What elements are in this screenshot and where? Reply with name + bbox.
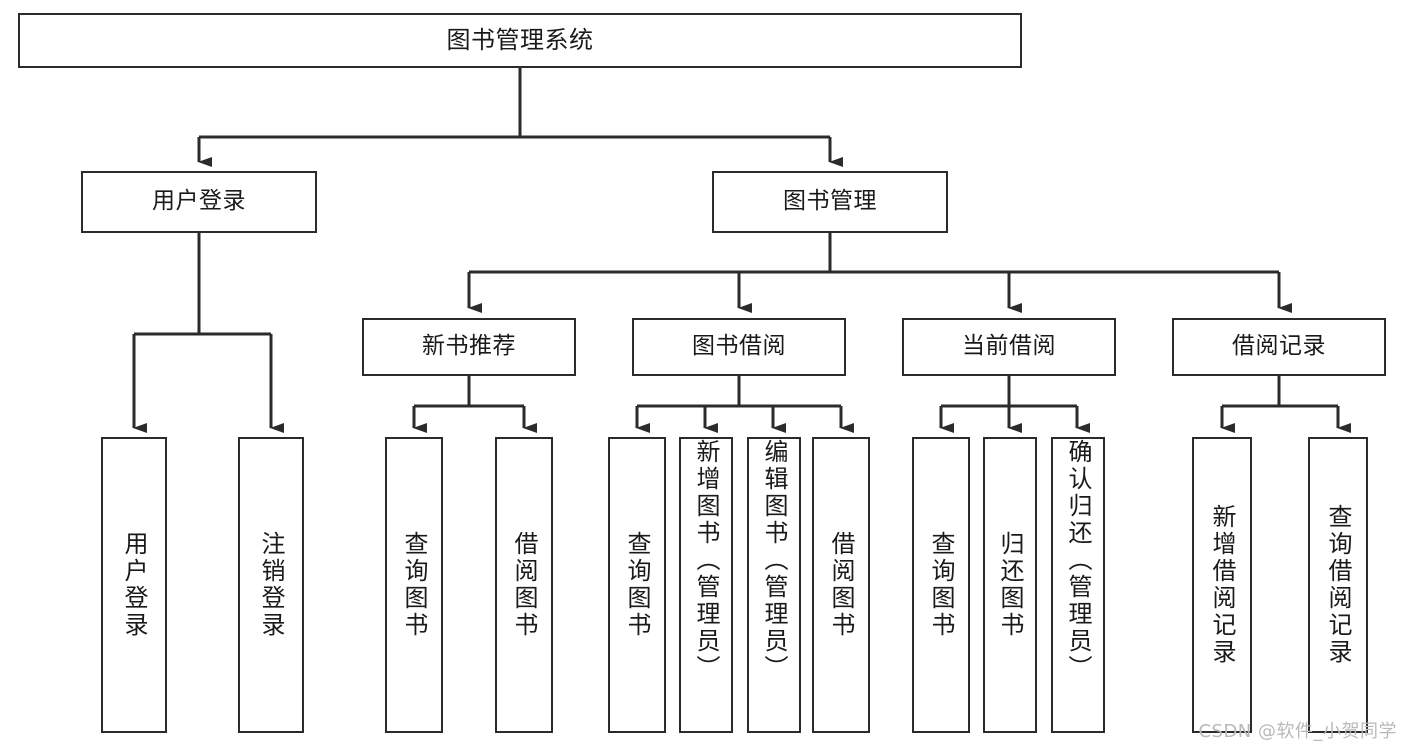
node-book-borrow-label: 图书借阅 (692, 333, 786, 360)
node-leaf-borrow-book-1-label: 借阅图书 (510, 531, 538, 639)
node-leaf-add-borrow-record[interactable]: 新增借阅记录 (1192, 437, 1252, 733)
node-user-login[interactable]: 用户登录 (81, 171, 317, 233)
node-leaf-query-borrow-record-label: 查询借阅记录 (1324, 504, 1352, 666)
node-borrow-records[interactable]: 借阅记录 (1172, 318, 1386, 376)
node-root[interactable]: 图书管理系统 (18, 13, 1022, 68)
node-borrow-records-label: 借阅记录 (1232, 333, 1326, 360)
node-leaf-edit-book-admin[interactable]: 编辑图书（管理员） (747, 437, 801, 733)
node-book-borrow[interactable]: 图书借阅 (632, 318, 846, 376)
node-book-management-label: 图书管理 (783, 188, 877, 215)
node-leaf-query-book-2-label: 查询图书 (623, 531, 651, 639)
node-leaf-confirm-return-admin-label: 确认归还（管理员） (1064, 439, 1092, 682)
node-leaf-edit-book-admin-label: 编辑图书（管理员） (760, 439, 788, 682)
node-leaf-add-book-admin-label: 新增图书（管理员） (692, 439, 720, 682)
node-book-management[interactable]: 图书管理 (712, 171, 948, 233)
node-leaf-return-book[interactable]: 归还图书 (983, 437, 1037, 733)
node-leaf-user-login-label: 用户登录 (120, 531, 148, 639)
node-leaf-query-book-1-label: 查询图书 (400, 531, 428, 639)
node-leaf-borrow-book-1[interactable]: 借阅图书 (495, 437, 553, 733)
node-leaf-query-book-3[interactable]: 查询图书 (912, 437, 970, 733)
node-current-borrow-label: 当前借阅 (962, 333, 1056, 360)
node-leaf-query-borrow-record[interactable]: 查询借阅记录 (1308, 437, 1368, 733)
watermark: CSDN @软件_小贺同学 (1198, 721, 1397, 742)
node-current-borrow[interactable]: 当前借阅 (902, 318, 1116, 376)
node-leaf-logout[interactable]: 注销登录 (238, 437, 304, 733)
node-new-book-recommend-label: 新书推荐 (422, 333, 516, 360)
node-leaf-add-book-admin[interactable]: 新增图书（管理员） (679, 437, 733, 733)
node-leaf-user-login[interactable]: 用户登录 (101, 437, 167, 733)
node-leaf-query-book-1[interactable]: 查询图书 (385, 437, 443, 733)
node-root-label: 图书管理系统 (446, 26, 594, 55)
node-leaf-query-book-2[interactable]: 查询图书 (608, 437, 666, 733)
node-user-login-label: 用户登录 (152, 188, 246, 215)
node-leaf-query-book-3-label: 查询图书 (927, 531, 955, 639)
node-leaf-borrow-book-2-label: 借阅图书 (827, 531, 855, 639)
node-new-book-recommend[interactable]: 新书推荐 (362, 318, 576, 376)
node-leaf-logout-label: 注销登录 (257, 531, 285, 639)
node-leaf-return-book-label: 归还图书 (996, 531, 1024, 639)
node-leaf-borrow-book-2[interactable]: 借阅图书 (812, 437, 870, 733)
node-leaf-confirm-return-admin[interactable]: 确认归还（管理员） (1051, 437, 1105, 733)
node-leaf-add-borrow-record-label: 新增借阅记录 (1208, 504, 1236, 666)
